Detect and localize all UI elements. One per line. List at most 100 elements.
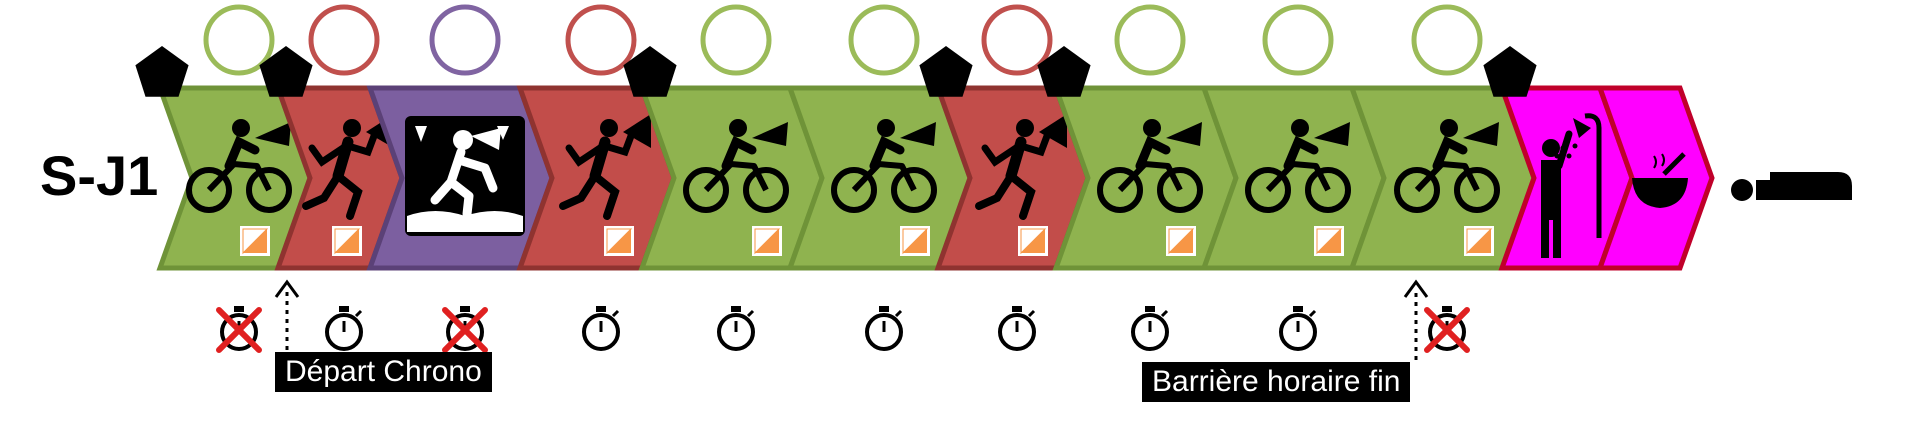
wheel-front bbox=[1305, 167, 1351, 213]
start-timing-label: Départ Chrono bbox=[275, 352, 492, 392]
stage-id-circle bbox=[700, 4, 772, 76]
stage-id-badge bbox=[1262, 4, 1334, 76]
labels-layer bbox=[135, 4, 1537, 353]
wheel-front bbox=[1454, 167, 1500, 213]
checkpoint-badge-right bbox=[1037, 46, 1091, 97]
runner-leg-back bbox=[302, 172, 342, 210]
stage-id-circle bbox=[1114, 4, 1186, 76]
bike-icon bbox=[831, 119, 937, 213]
runner-arm-back bbox=[565, 142, 607, 167]
wheel-rear bbox=[1097, 167, 1143, 213]
end-arrow-head bbox=[1403, 279, 1429, 298]
stage-id-badge bbox=[848, 4, 920, 76]
caver-body bbox=[430, 147, 498, 219]
runner-leg-back bbox=[559, 172, 599, 210]
headlamp-beam bbox=[623, 114, 651, 148]
sleeping-bag bbox=[1756, 172, 1852, 200]
bike-frame bbox=[1265, 161, 1331, 193]
finish-meal bbox=[1596, 85, 1715, 271]
headlamp-beam bbox=[255, 122, 291, 146]
checkpoint-badge-left bbox=[135, 46, 189, 97]
wheel-rear bbox=[683, 167, 729, 213]
bike-frame bbox=[703, 161, 769, 193]
bike-frame bbox=[1117, 161, 1183, 193]
headlamp-beam bbox=[900, 122, 936, 146]
checkpoint-pentagon bbox=[1483, 46, 1537, 97]
wheel-rear bbox=[186, 167, 232, 213]
rider-body bbox=[721, 135, 757, 171]
stopwatch-icon bbox=[865, 306, 903, 351]
rider-body bbox=[1135, 135, 1171, 171]
stage-id-badge bbox=[1114, 4, 1186, 76]
caver-head bbox=[453, 130, 473, 150]
segment-3b bbox=[786, 85, 973, 271]
runner-arm-front bbox=[344, 132, 378, 157]
stage-id-badge bbox=[1411, 4, 1483, 76]
sleep-icon bbox=[1731, 172, 1852, 201]
not-timed-cross-icon bbox=[1424, 307, 1470, 353]
headlamp-beam bbox=[1463, 122, 1499, 146]
meal-bowl-icon bbox=[1632, 152, 1688, 208]
runner-arm-front bbox=[1017, 132, 1051, 157]
runner-arm-back bbox=[981, 142, 1023, 167]
stalactites bbox=[415, 126, 509, 142]
rider-body bbox=[224, 135, 260, 171]
stopwatch-icon bbox=[1131, 306, 1169, 351]
rider-head bbox=[232, 119, 250, 137]
end-timing-label: Barrière horaire fin bbox=[1142, 362, 1411, 402]
rider-body bbox=[869, 135, 905, 171]
checkpoint-badge-right bbox=[623, 46, 677, 97]
stage-id-circle bbox=[1411, 4, 1483, 76]
headlamp-beam bbox=[1314, 122, 1350, 146]
runner-arm-front bbox=[601, 132, 635, 157]
stage-id-badge bbox=[203, 4, 275, 76]
rider-head bbox=[729, 119, 747, 137]
checkpoint-pentagon bbox=[259, 46, 313, 97]
runner-icon bbox=[975, 114, 1067, 220]
annotation-arrows bbox=[274, 279, 1429, 360]
bike-icon bbox=[1097, 119, 1203, 213]
stopwatch-icon bbox=[998, 306, 1036, 351]
bike-icon bbox=[683, 119, 789, 213]
checkpoint-pentagon bbox=[1037, 46, 1091, 97]
stage-id-circle bbox=[1262, 4, 1334, 76]
shower-icon bbox=[1541, 113, 1602, 258]
checkpoint-pentagon bbox=[135, 46, 189, 97]
bike-icon bbox=[186, 119, 292, 213]
wheel-front bbox=[246, 167, 292, 213]
rider-head bbox=[1143, 119, 1161, 137]
headlamp-beam bbox=[1039, 114, 1067, 148]
stopwatch-icon bbox=[717, 306, 755, 351]
rider-head bbox=[1440, 119, 1458, 137]
stage-id-badge bbox=[981, 4, 1053, 76]
stopwatch-icon bbox=[1279, 306, 1317, 351]
runner-leg-front bbox=[591, 172, 620, 220]
stage-id-circle bbox=[565, 4, 637, 76]
stage-id-badge bbox=[565, 4, 637, 76]
checkpoint-badge-right bbox=[919, 46, 973, 97]
segment-1b bbox=[516, 85, 677, 271]
checkpoint-badge-right bbox=[1483, 46, 1537, 97]
segments-layer bbox=[156, 85, 1537, 271]
stage-id-badge bbox=[429, 4, 501, 76]
stage-title: S-J1 bbox=[40, 144, 158, 207]
checkpoint-pentagon bbox=[919, 46, 973, 97]
runner-icon bbox=[559, 114, 651, 220]
rider-head bbox=[877, 119, 895, 137]
stage-id-badge bbox=[700, 4, 772, 76]
headlamp-beam bbox=[752, 122, 788, 146]
stopwatch-icon bbox=[582, 306, 620, 351]
not-timed-cross-icon bbox=[216, 307, 262, 353]
stage-id-circle bbox=[848, 4, 920, 76]
wheel-front bbox=[891, 167, 937, 213]
runner-head bbox=[600, 119, 618, 137]
wheel-front bbox=[1157, 167, 1203, 213]
runner-head bbox=[343, 119, 361, 137]
rider-body bbox=[1432, 135, 1468, 171]
runner-leg-front bbox=[1007, 172, 1036, 220]
wheel-rear bbox=[1245, 167, 1291, 213]
wheel-rear bbox=[1394, 167, 1440, 213]
headlamp-beam bbox=[1166, 122, 1202, 146]
